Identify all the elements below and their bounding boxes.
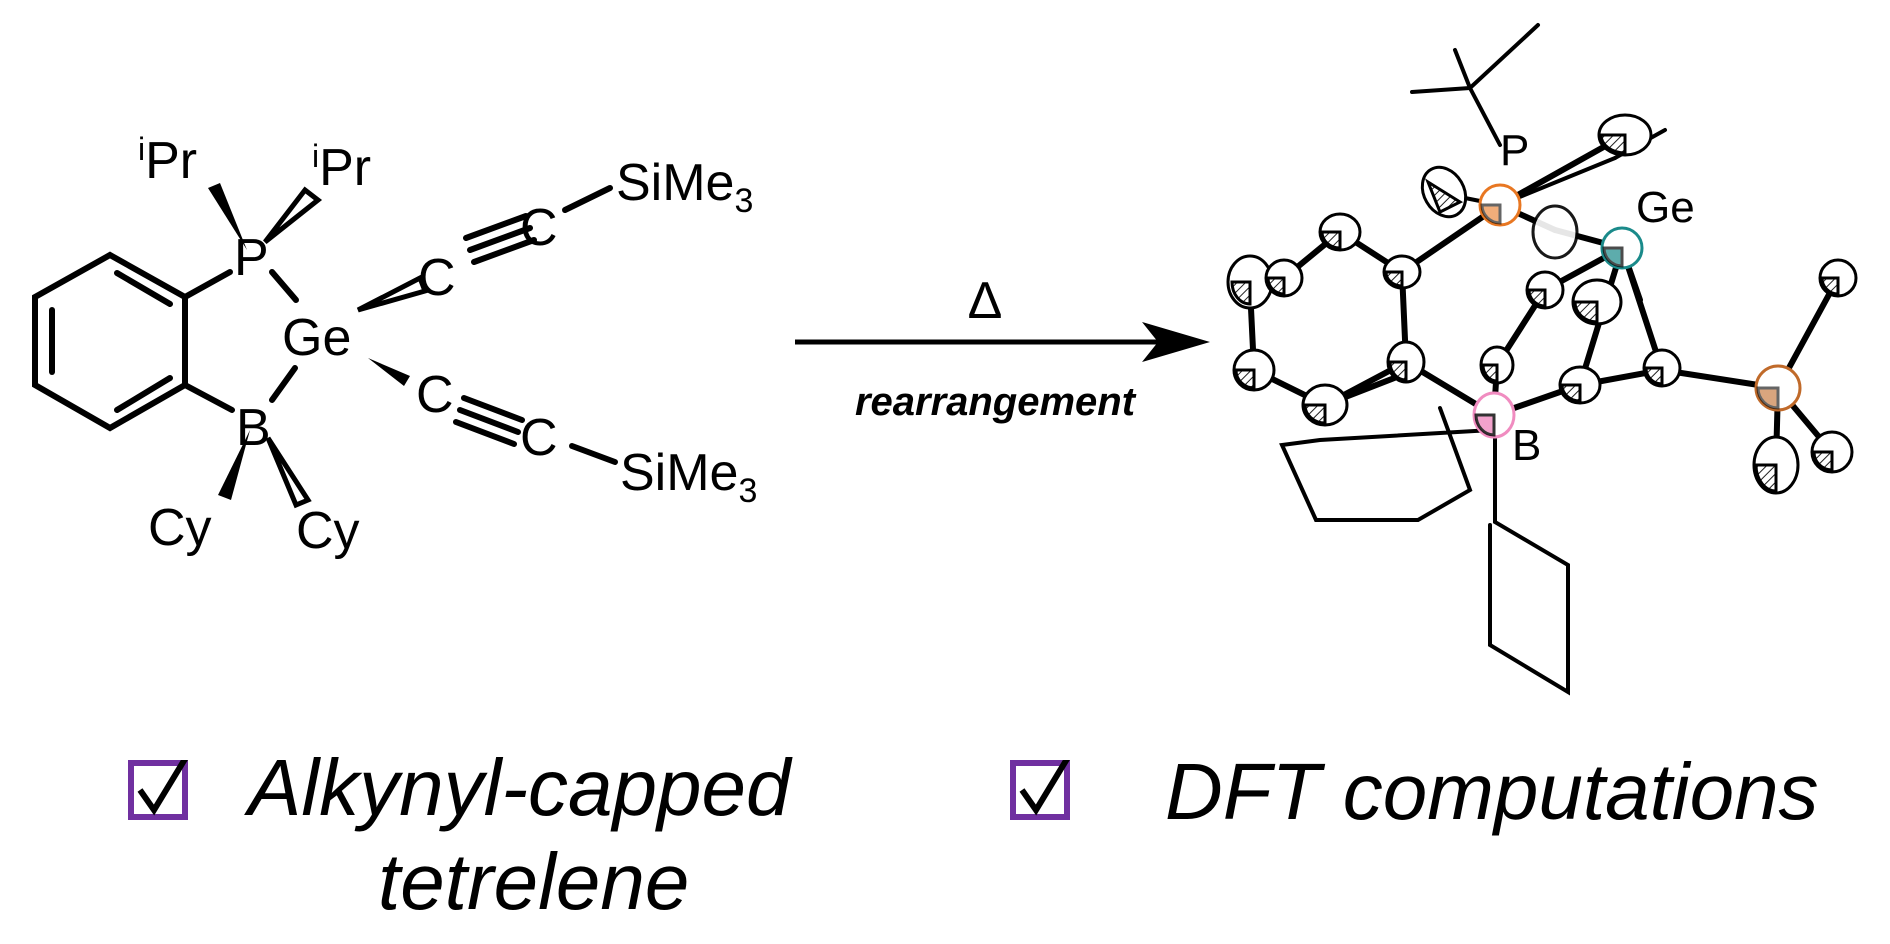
- product-structure: [1247, 23, 1841, 696]
- product-p-label: P: [1500, 126, 1529, 175]
- ipr-label-right: iPr: [312, 138, 371, 197]
- product-b-label: B: [1512, 421, 1541, 470]
- c-label-upper-1: C: [418, 249, 456, 307]
- feature-checkbox-dft: [1010, 760, 1070, 820]
- product-labels: P Ge B: [1500, 126, 1695, 470]
- b-atom-label: B: [236, 399, 271, 457]
- arrow-condition-rearrangement: rearrangement: [855, 380, 1137, 424]
- ipr-label-left: iPr: [138, 131, 197, 190]
- reaction-arrow: [795, 322, 1210, 362]
- sime3-label-lower: SiMe3: [620, 444, 757, 510]
- feature-label-alkynyl-line1: Alkynyl-capped: [248, 743, 791, 832]
- c-label-lower-2: C: [520, 409, 558, 467]
- c-label-lower-1: C: [416, 366, 454, 424]
- cy-label-right: Cy: [296, 502, 360, 560]
- feature-label-dft: DFT computations: [1165, 747, 1819, 836]
- product-ge-label: Ge: [1636, 183, 1695, 232]
- ge-atom-label: Ge: [282, 309, 351, 367]
- reactant-structure: [32, 185, 618, 465]
- feature-label-alkynyl-line2: tetrelene: [378, 837, 690, 926]
- sime3-label-upper: SiMe3: [616, 154, 753, 220]
- p-atom-label: P: [234, 229, 269, 287]
- arrow-condition-heat: Δ: [968, 272, 1003, 330]
- stereo-bonds: [208, 183, 429, 509]
- reactant-labels: iPr iPr P Ge B Cy Cy C C SiMe3 C C SiMe3: [138, 131, 757, 560]
- c-label-upper-2: C: [520, 199, 558, 257]
- checkmark-icon: [1019, 760, 1070, 816]
- feature-checkbox-alkynyl: [128, 760, 188, 820]
- checkmark-icon: [137, 760, 188, 816]
- cy-label-left: Cy: [148, 499, 212, 557]
- thermal-ellipsoids: [1226, 113, 1858, 495]
